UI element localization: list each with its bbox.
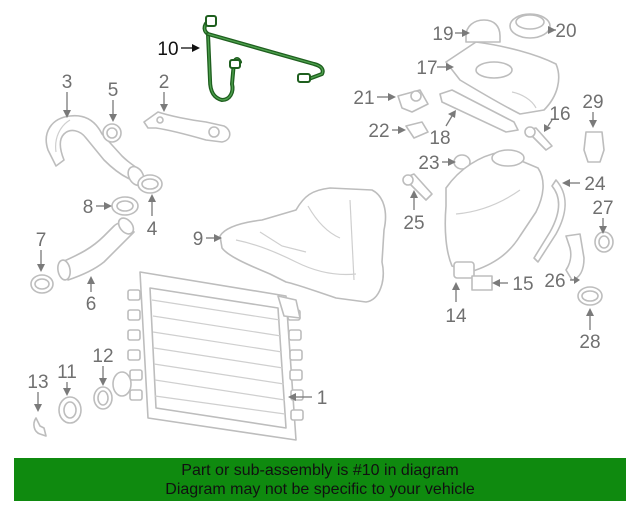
callout-9[interactable]: 9 <box>193 229 204 250</box>
callout-3[interactable]: 3 <box>62 72 73 93</box>
callout-16[interactable]: 16 <box>549 104 570 125</box>
callout-13[interactable]: 13 <box>27 372 48 393</box>
part-5-o-ring <box>102 123 122 143</box>
parts-diagram: 1 2 3 4 5 6 7 8 9 10 11 12 13 14 15 16 1… <box>27 13 614 441</box>
callout-10[interactable]: 10 <box>157 39 178 60</box>
callout-22[interactable]: 22 <box>368 121 389 142</box>
part-16-bolt <box>524 126 553 151</box>
part-2-bracket <box>143 111 231 143</box>
part-1-radiator <box>112 271 304 441</box>
part-25-sensor <box>402 173 433 201</box>
callout-8[interactable]: 8 <box>83 197 94 218</box>
callout-15[interactable]: 15 <box>512 274 533 295</box>
part-29-fitting <box>583 131 605 163</box>
callout-18[interactable]: 18 <box>429 128 450 149</box>
callout-17[interactable]: 17 <box>416 58 437 79</box>
part-10-vent-hose <box>202 15 325 102</box>
callout-20[interactable]: 20 <box>555 21 576 42</box>
part-18-bracket <box>439 89 519 133</box>
part-8-o-ring <box>111 196 139 216</box>
part-27-clamp <box>594 231 614 253</box>
callout-12[interactable]: 12 <box>92 346 113 367</box>
callout-29[interactable]: 29 <box>582 92 603 113</box>
callout-19[interactable]: 19 <box>432 24 453 45</box>
part-24-hose <box>533 179 566 263</box>
callout-1[interactable]: 1 <box>317 388 328 409</box>
part-6-lower-hose <box>57 217 135 281</box>
part-4-clamp <box>137 174 163 194</box>
callout-leaders <box>34 26 607 412</box>
callout-27[interactable]: 27 <box>592 198 613 219</box>
callout-25[interactable]: 25 <box>403 213 424 234</box>
part-22-clip <box>405 121 429 139</box>
callout-numbers: 1 2 3 4 5 6 7 8 9 10 11 12 13 14 15 16 1… <box>27 21 613 409</box>
part-20-cap <box>509 13 551 39</box>
part-info-banner: Part or sub-assembly is #10 in diagram D… <box>14 458 626 501</box>
callout-4[interactable]: 4 <box>147 219 158 240</box>
callout-24[interactable]: 24 <box>584 174 606 195</box>
part-21-valve <box>397 89 429 113</box>
callout-11[interactable]: 11 <box>57 362 77 383</box>
callout-5[interactable]: 5 <box>108 80 119 101</box>
part-28-clamp <box>577 286 603 306</box>
part-17-reservoir-upper <box>445 41 560 115</box>
part-11-hose-stub <box>58 396 82 424</box>
callout-23[interactable]: 23 <box>418 153 439 174</box>
part-9-shroud <box>219 187 387 303</box>
callout-6[interactable]: 6 <box>86 294 97 315</box>
callout-26[interactable]: 26 <box>544 271 565 292</box>
part-7-clamp <box>30 274 54 294</box>
part-3-upper-hose <box>45 114 145 187</box>
part-19-cap <box>465 19 501 43</box>
callout-2[interactable]: 2 <box>159 72 170 93</box>
callout-28[interactable]: 28 <box>579 332 600 353</box>
callout-21[interactable]: 21 <box>353 88 374 109</box>
callout-7[interactable]: 7 <box>36 230 47 251</box>
banner-line-2: Diagram may not be specific to your vehi… <box>165 481 475 498</box>
part-15-label <box>471 275 493 291</box>
banner-line-1: Part or sub-assembly is #10 in diagram <box>181 462 459 479</box>
part-26-hose <box>565 233 585 281</box>
callout-14[interactable]: 14 <box>445 306 467 327</box>
part-14-expansion-tank <box>444 149 544 279</box>
part-13-clip <box>33 417 47 437</box>
part-12-o-ring <box>93 386 113 410</box>
